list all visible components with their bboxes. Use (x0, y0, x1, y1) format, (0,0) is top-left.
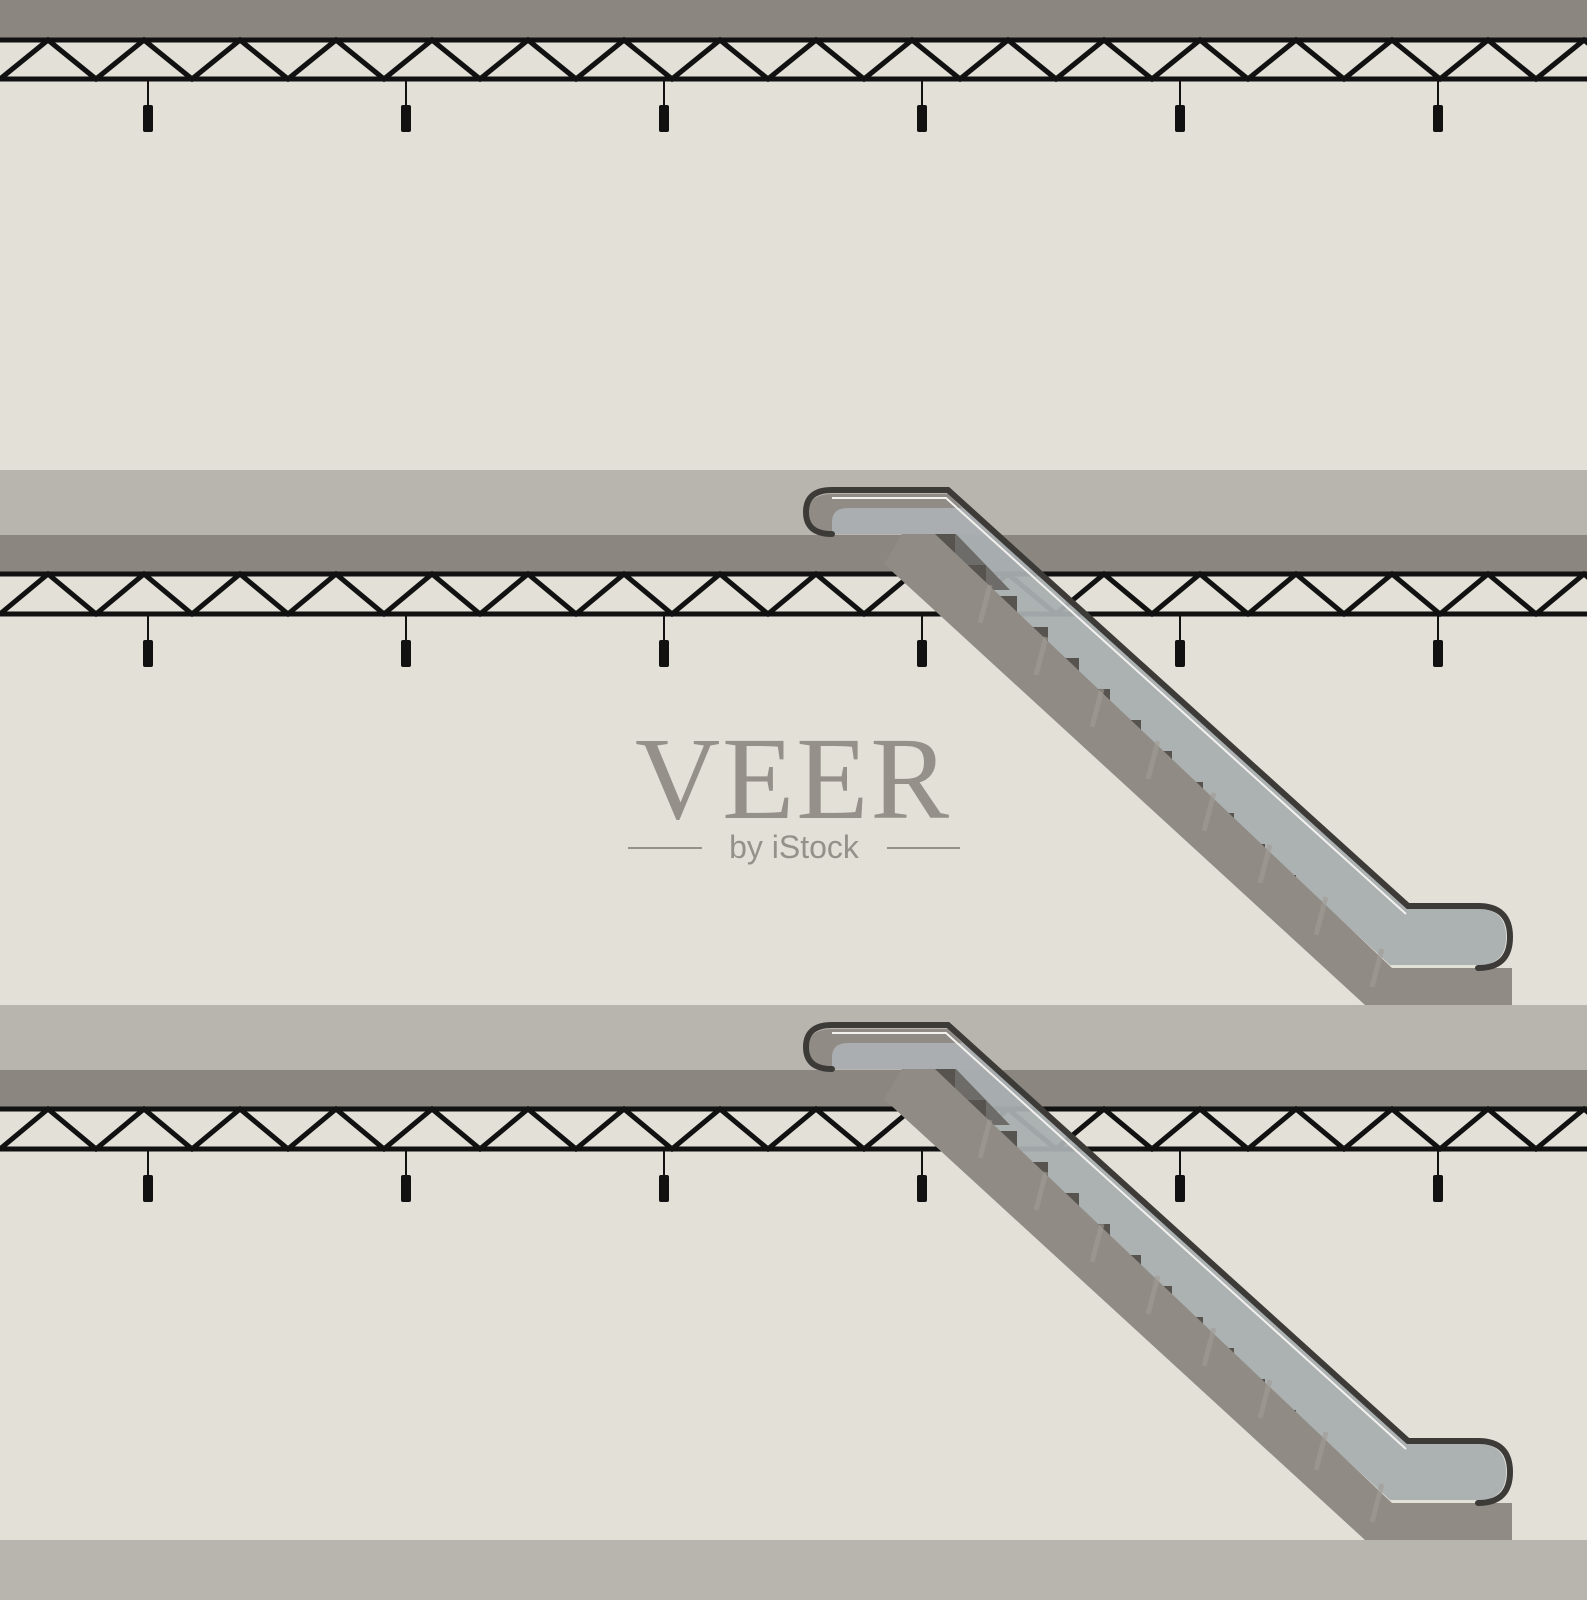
hanging-light (143, 1149, 153, 1202)
light-fixture (1433, 105, 1443, 132)
hanging-light (1433, 614, 1443, 667)
escalator-top-cap (806, 494, 962, 534)
watermark-subtitle: by iStock (729, 829, 860, 865)
escalator-body-stripe (1145, 1275, 1161, 1315)
floor-slab-bottom (0, 1540, 1587, 1600)
watermark-title: VEER (635, 713, 951, 844)
light-fixture (143, 1175, 153, 1202)
escalator-body-stripe (1201, 792, 1217, 832)
escalator-body-stripe (1257, 1379, 1273, 1419)
truss-zigzag (0, 36, 1587, 83)
light-fixture (1175, 105, 1185, 132)
hanging-light (1433, 1149, 1443, 1202)
light-fixture (401, 105, 411, 132)
floor-level-1 (0, 0, 1587, 132)
escalator-body-stripe (1033, 636, 1049, 676)
ceiling-beam (0, 0, 1587, 38)
light-fixture (1175, 1175, 1185, 1202)
escalators (802, 487, 1514, 1540)
hanging-light (401, 614, 411, 667)
hanging-light (659, 1149, 669, 1202)
light-fixture (659, 640, 669, 667)
floor-level-2 (0, 470, 1587, 667)
light-fixture (1175, 640, 1185, 667)
light-fixture (917, 105, 927, 132)
escalator-glass (832, 1029, 1506, 1500)
hanging-light (1175, 1149, 1185, 1202)
escalator-body-stripe (977, 1119, 993, 1159)
escalator-body-stripe (1145, 740, 1161, 780)
hanging-light (143, 614, 153, 667)
escalator-body-stripe (1369, 1483, 1385, 1523)
escalator-2 (802, 1022, 1514, 1540)
hanging-light (401, 79, 411, 132)
ceiling-beam (0, 1070, 1587, 1108)
hanging-light (659, 614, 669, 667)
escalator-body-stripe (1313, 896, 1329, 936)
light-fixture (1433, 640, 1443, 667)
light-fixture (1433, 1175, 1443, 1202)
floor-slab (0, 1005, 1587, 1070)
escalator-body-stripe (1369, 948, 1385, 988)
light-fixture (143, 640, 153, 667)
light-fixture (401, 1175, 411, 1202)
escalator-1 (802, 487, 1514, 1005)
truss-zigzag (0, 1105, 1587, 1153)
escalator-top-cap (806, 1029, 962, 1069)
hanging-light (1175, 79, 1185, 132)
escalator-handrail-highlight (832, 497, 1407, 915)
truss-zigzag (0, 570, 1587, 618)
light-fixture (401, 640, 411, 667)
escalator-body-stripe (1033, 1171, 1049, 1211)
escalator-glass (832, 494, 1506, 965)
floor-level-3 (0, 1005, 1587, 1202)
escalator-body-stripe (977, 584, 993, 624)
hanging-light (917, 1149, 927, 1202)
hanging-light (401, 1149, 411, 1202)
ceiling-beam (0, 535, 1587, 573)
escalator-body-stripe (1089, 1223, 1105, 1263)
escalator-body-stripe (1257, 844, 1273, 884)
escalator-body-stripe (1313, 1431, 1329, 1471)
light-fixture (917, 1175, 927, 1202)
escalator-handrail (802, 487, 1514, 971)
watermark: VEER by iStock (628, 713, 960, 865)
escalator-handrail-highlight (832, 1032, 1407, 1450)
escalator-body-stripe (1201, 1327, 1217, 1367)
light-fixture (917, 640, 927, 667)
light-fixture (659, 1175, 669, 1202)
light-fixture (659, 105, 669, 132)
hanging-light (1433, 79, 1443, 132)
hanging-light (1175, 614, 1185, 667)
hanging-light (659, 79, 669, 132)
hanging-light (917, 79, 927, 132)
hanging-light (143, 79, 153, 132)
escalator-body-stripe (1089, 688, 1105, 728)
hanging-light (917, 614, 927, 667)
light-fixture (143, 105, 153, 132)
escalator-handrail (802, 1022, 1514, 1506)
floor-slab (0, 470, 1587, 535)
